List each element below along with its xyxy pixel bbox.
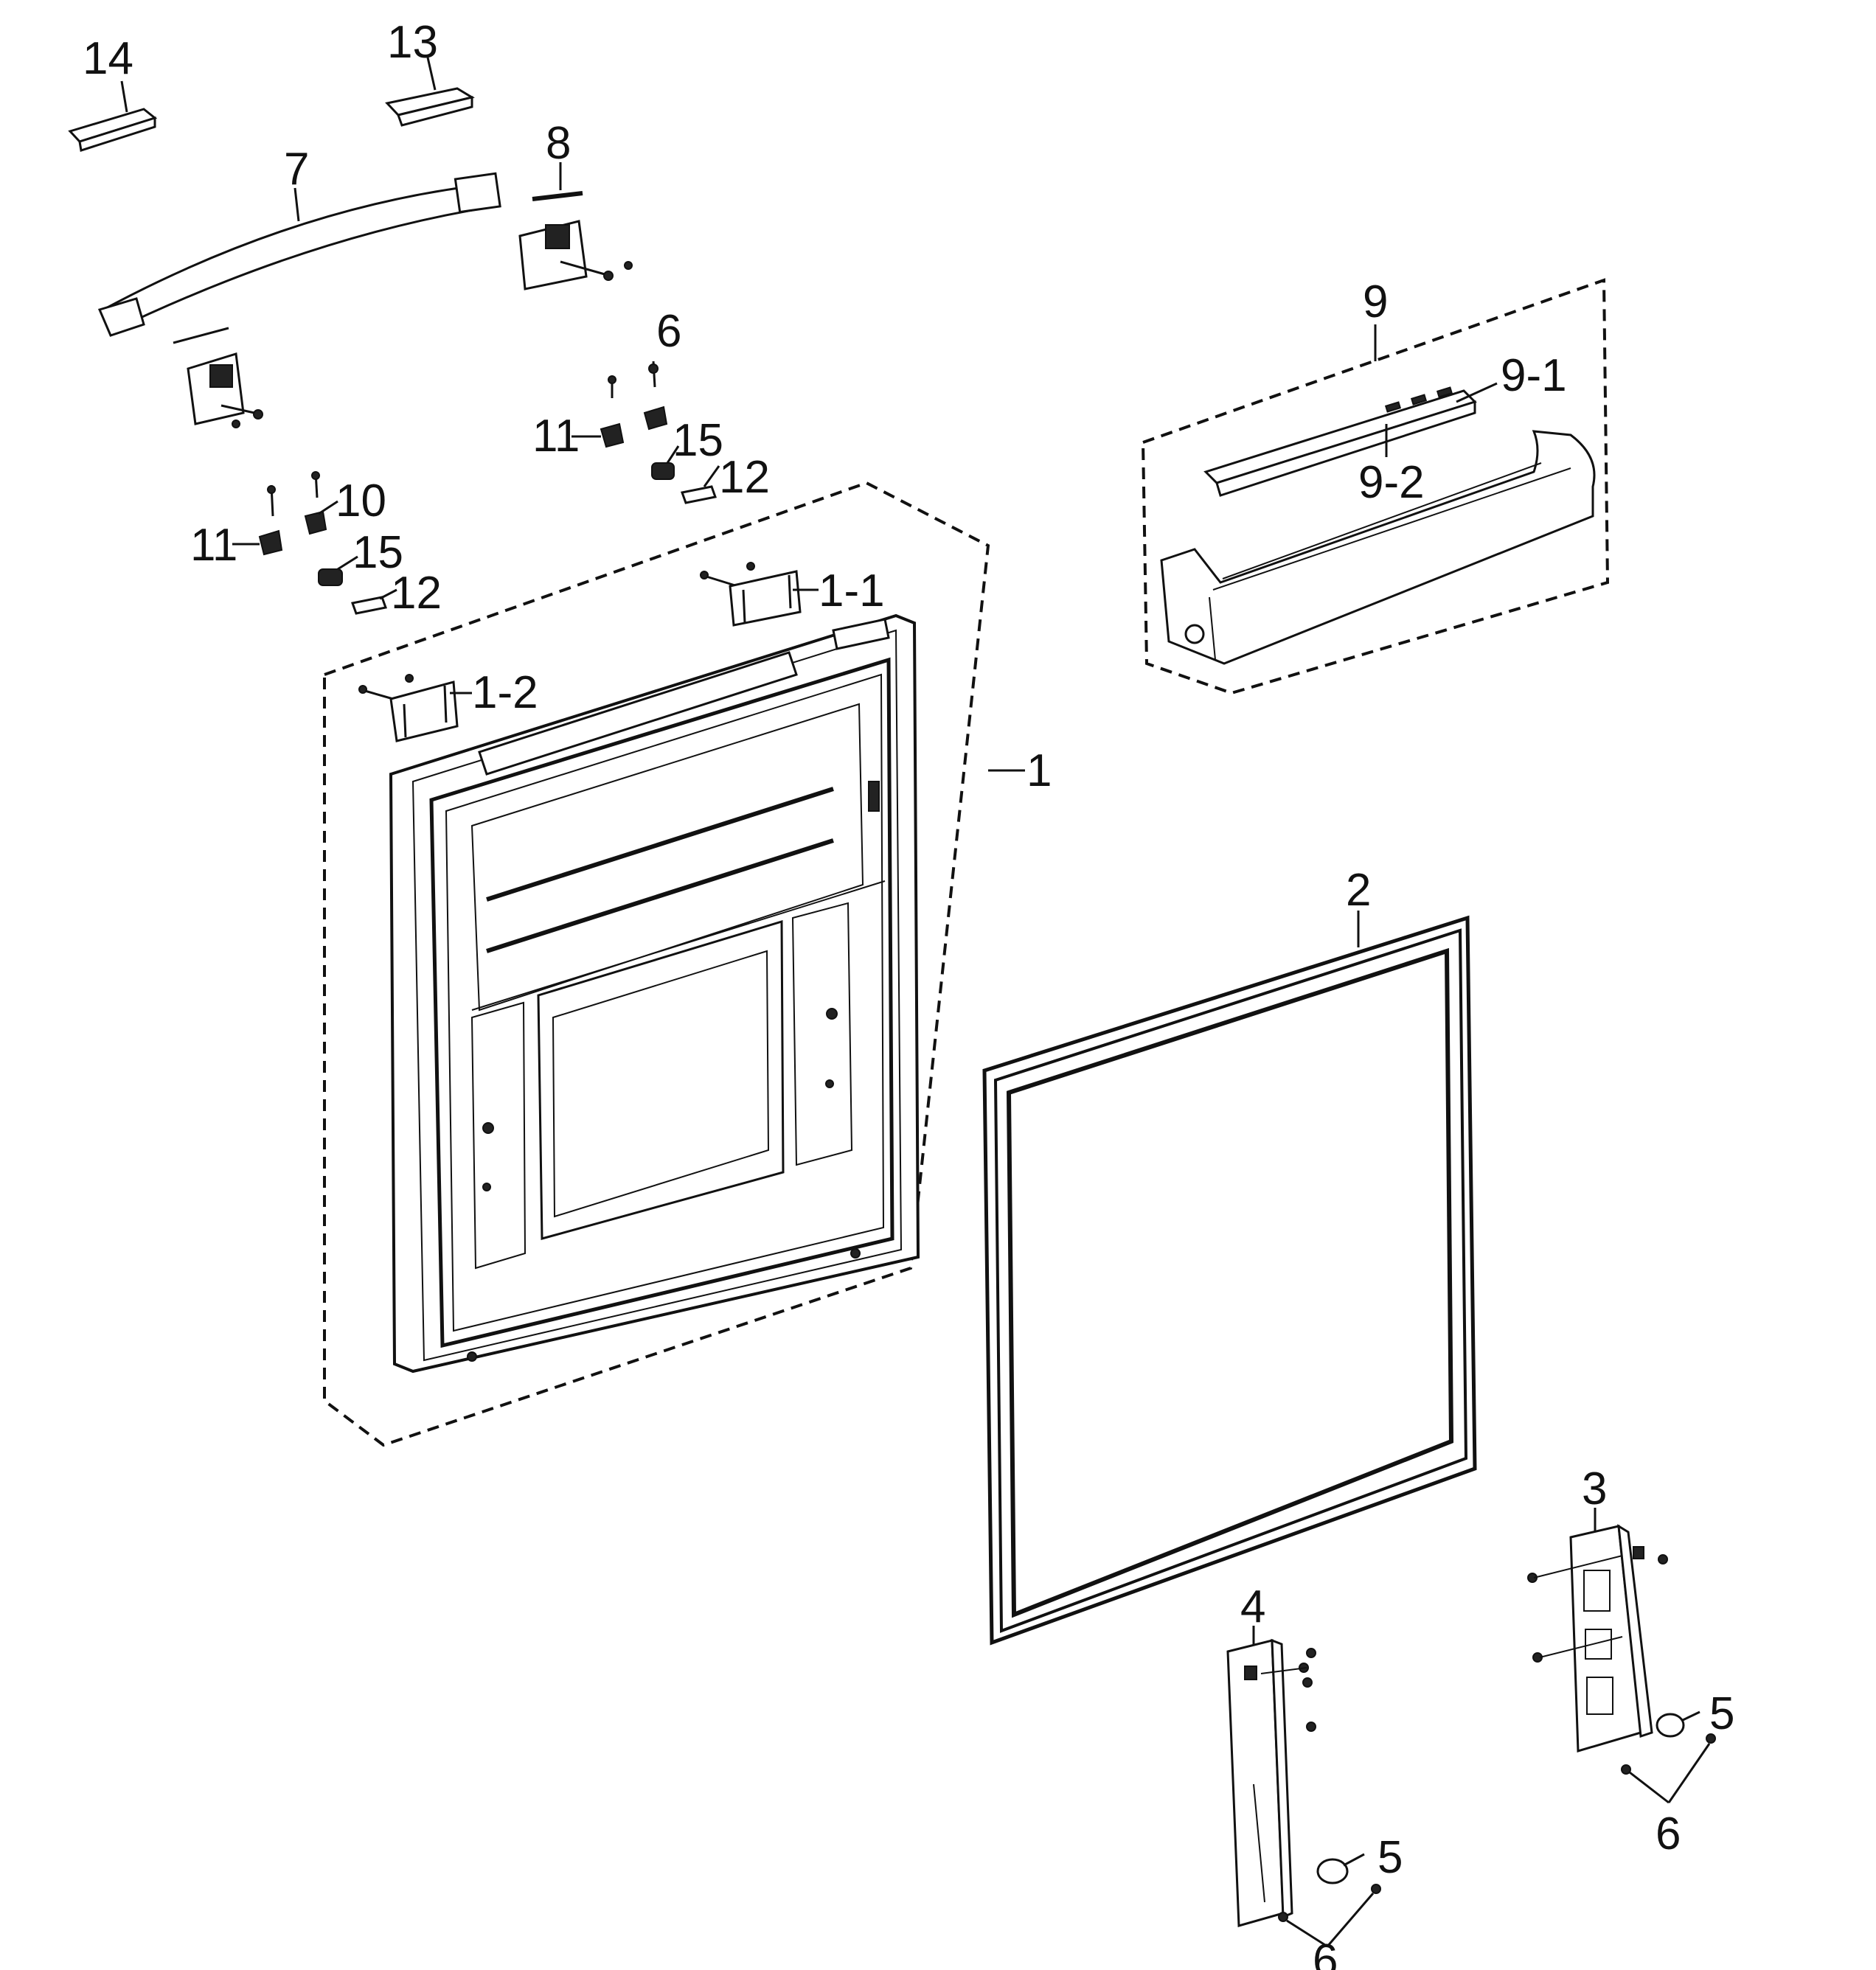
- part-4-lower-hinge[interactable]: [1226, 1638, 1316, 1927]
- callout-13: 13: [387, 17, 438, 68]
- part-10-block[interactable]: [304, 471, 338, 535]
- part-15-spring-b[interactable]: [318, 555, 358, 586]
- callout-6-b: 6: [1656, 1809, 1681, 1859]
- part-2-door-gasket[interactable]: [982, 915, 1477, 1646]
- part-7-top-cap-bar[interactable]: [97, 172, 501, 344]
- callout-14: 14: [83, 33, 133, 84]
- callout-1: 1: [1026, 745, 1052, 796]
- right-hinge-bracket[interactable]: [518, 220, 633, 290]
- callout-8: 8: [546, 118, 571, 169]
- callout-11-b: 11: [190, 520, 237, 571]
- callout-10: 10: [336, 476, 386, 526]
- part-12-pad-a[interactable]: [681, 465, 720, 504]
- left-hinge-bracket[interactable]: [187, 352, 263, 428]
- part-8-hinge-pin[interactable]: [532, 162, 583, 201]
- callout-4: 4: [1240, 1581, 1265, 1632]
- part-13-cap[interactable]: [385, 57, 475, 127]
- callout-9-2: 9-2: [1358, 457, 1425, 508]
- part-9-1-bin-cover[interactable]: [1203, 382, 1498, 497]
- callout-6-top: 6: [656, 306, 681, 357]
- part-1-boundary: [323, 481, 990, 1447]
- part-1-2-hinge-bracket[interactable]: [358, 674, 472, 742]
- callout-5-b: 5: [1378, 1832, 1403, 1883]
- part-6-screws-b[interactable]: [1621, 1733, 1716, 1804]
- part-6-screws-a[interactable]: [1278, 1884, 1381, 1948]
- part-5-bushing-b[interactable]: [1316, 1853, 1365, 1884]
- callout-9: 9: [1363, 276, 1388, 327]
- callout-1-1: 1-1: [819, 565, 885, 616]
- callout-5-a: 5: [1709, 1688, 1734, 1739]
- part-1-1-hinge-bracket[interactable]: [700, 562, 819, 627]
- callout-15-a: 15: [673, 415, 723, 466]
- part-3-lower-hinge[interactable]: [1527, 1524, 1668, 1753]
- callout-12-a: 12: [719, 452, 770, 503]
- part-5-bushing-a[interactable]: [1656, 1710, 1700, 1738]
- callout-6-a: 6: [1313, 1935, 1338, 1970]
- callout-7: 7: [284, 144, 309, 195]
- callout-3: 3: [1582, 1463, 1607, 1514]
- callout-12-b: 12: [391, 568, 442, 619]
- callout-1-2: 1-2: [472, 667, 538, 718]
- part-14-cap[interactable]: [68, 80, 158, 152]
- part-11-block-b[interactable]: [232, 484, 283, 556]
- callout-9-1: 9-1: [1501, 350, 1567, 401]
- part-11-block-a[interactable]: [572, 375, 625, 448]
- part-6-screw-top[interactable]: [643, 361, 668, 431]
- part-12-pad-b[interactable]: [351, 588, 397, 615]
- callout-11-a: 11: [532, 411, 580, 462]
- part-1-door-assembly[interactable]: [389, 613, 920, 1374]
- part-9-door-bin[interactable]: [1160, 430, 1596, 665]
- part-15-spring-a[interactable]: [651, 445, 680, 480]
- part-9-boundary: [1141, 278, 1610, 695]
- callout-15-b: 15: [352, 527, 403, 578]
- callout-2: 2: [1346, 865, 1371, 916]
